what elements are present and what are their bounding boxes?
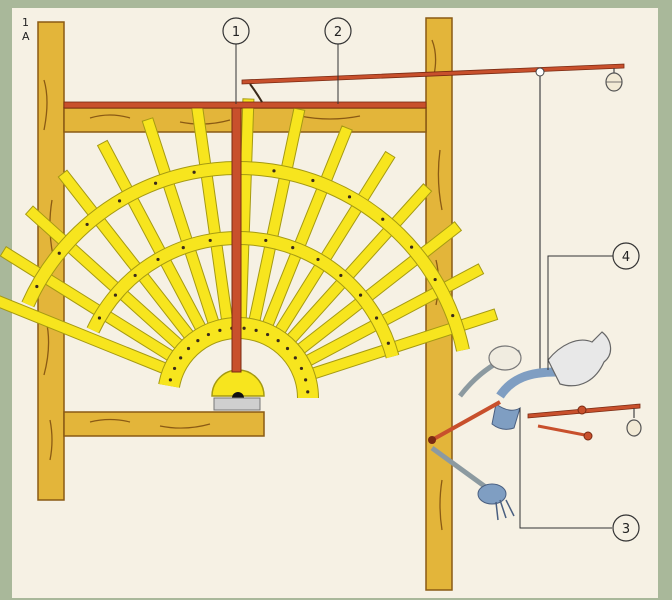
rivet (381, 217, 385, 221)
rivet (265, 332, 270, 337)
rivet (358, 293, 363, 297)
rivet (35, 284, 39, 289)
rivet (272, 169, 276, 173)
rivet (179, 356, 183, 360)
lever-link (249, 83, 263, 103)
lower-crossbeam-grain (89, 418, 211, 429)
callout-1: 1 (222, 17, 250, 45)
rivet (113, 293, 118, 297)
callout-2-circle (324, 17, 352, 45)
rivet (347, 195, 352, 199)
lower-link-rod (431, 400, 501, 442)
link-pivot (428, 436, 436, 444)
counterweight (626, 419, 642, 437)
rivet (97, 316, 102, 320)
lower-crossbeam (63, 411, 265, 437)
rivet (172, 366, 177, 371)
callout-1-number: 1 (232, 25, 240, 40)
rivet (311, 178, 315, 183)
callout-2-number: 2 (334, 25, 342, 40)
rivet (306, 390, 310, 394)
rivet (218, 328, 222, 332)
rivet (285, 346, 290, 351)
rivet (206, 332, 211, 337)
callout-4: 4 (612, 242, 640, 270)
rivet (168, 378, 172, 382)
callout-4-leader (547, 255, 614, 370)
corner-label-letter: A (22, 30, 30, 43)
rivet (374, 316, 379, 320)
rivet (316, 257, 320, 262)
rivet (409, 245, 414, 249)
rivet (186, 346, 191, 351)
rivet (242, 326, 246, 330)
crossbeam-rod (63, 101, 427, 109)
rivet (299, 366, 304, 371)
rivet (304, 378, 308, 382)
fan-rivets (35, 166, 455, 394)
callout-3-number: 3 (622, 522, 630, 537)
lower-cloth-tie (477, 483, 507, 505)
callout-1-circle (222, 17, 250, 45)
rivet (117, 199, 122, 203)
callout-3: 3 (612, 514, 640, 542)
rivet (433, 277, 437, 282)
rivet (293, 356, 297, 360)
rivet (386, 341, 390, 345)
rivet (339, 273, 343, 278)
upper-clamp (488, 345, 522, 371)
callout-4-circle (612, 242, 640, 270)
fabric-piece (547, 331, 612, 387)
fan-arc-2 (87, 232, 399, 359)
cloth-fold (491, 403, 521, 430)
rivet (451, 313, 455, 318)
cloth-tassel (495, 499, 515, 521)
trigger-pin (577, 405, 587, 415)
rivet (85, 222, 89, 227)
vertical-rod (231, 103, 242, 373)
rivet (291, 246, 295, 250)
rivet (192, 170, 196, 174)
release-mechanism (428, 331, 642, 521)
rivet (133, 273, 137, 278)
trigger-lever (537, 424, 591, 438)
rivet (264, 238, 268, 243)
callout-3-leader (519, 408, 612, 529)
rivet (254, 328, 258, 332)
callout-4-number: 4 (622, 250, 630, 265)
wooden-frame (37, 17, 453, 591)
right-post-grain (431, 39, 443, 531)
rivet (208, 238, 212, 243)
rivet (276, 339, 280, 343)
cloth-strap (496, 367, 557, 399)
pivot-bracket (213, 397, 261, 411)
rivet (196, 339, 200, 343)
corner-label-number: 1 (22, 16, 29, 29)
trigger-lever-pin (583, 431, 593, 441)
callout-2: 2 (324, 17, 352, 45)
pulley-wheel (535, 67, 545, 77)
rivet (153, 181, 158, 185)
fan-arc-3 (22, 162, 469, 352)
rivet (57, 251, 61, 255)
rivet (181, 246, 185, 250)
callout-3-circle (612, 514, 640, 542)
rivet (156, 257, 160, 262)
